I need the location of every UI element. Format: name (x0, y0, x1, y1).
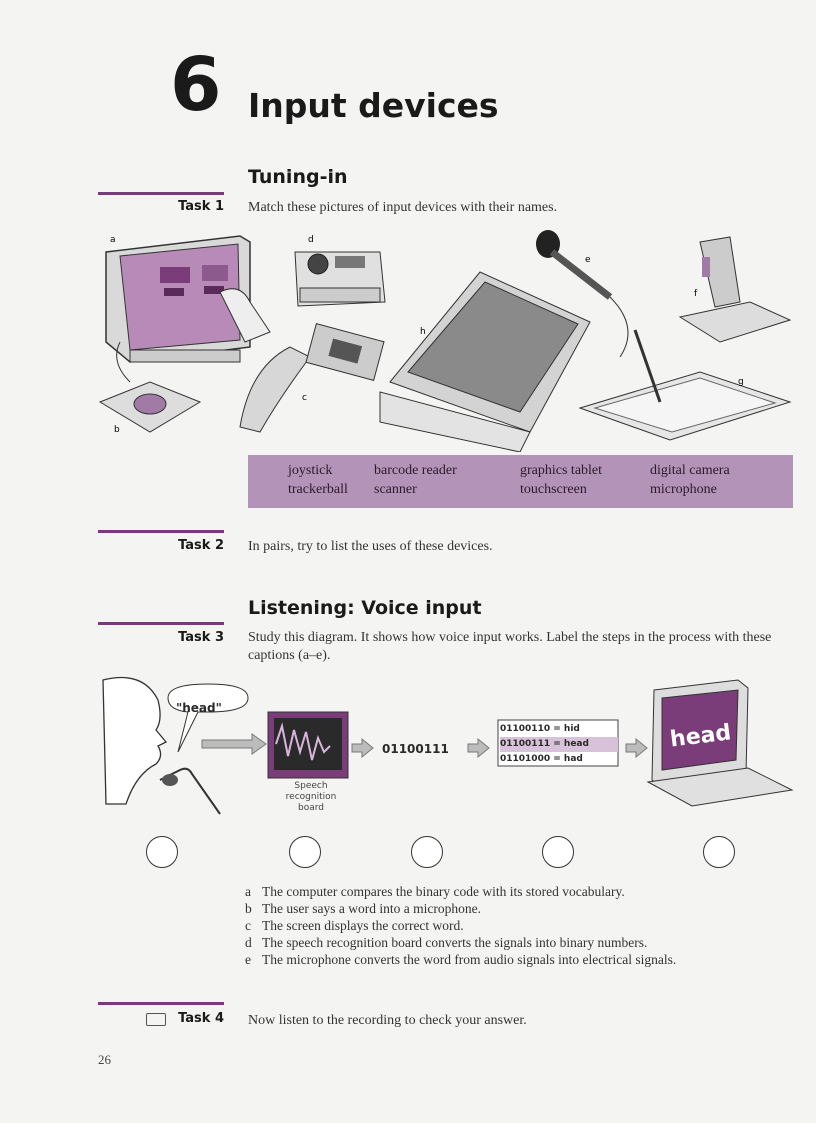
task4-label: Task 4 (178, 1011, 224, 1026)
vocab-row: 01100110 = hid (500, 724, 580, 734)
word-graphics-tablet: graphics tablet (520, 463, 603, 478)
task3-text: Study this diagram. It shows how voice i… (248, 630, 772, 663)
task-rule (98, 530, 224, 533)
task2-label: Task 2 (178, 538, 224, 553)
input-devices-illustration: a b c d h e f (98, 230, 792, 452)
letter-b: b (114, 425, 120, 435)
scanner-illustration (379, 271, 591, 452)
word-digital-camera: digital camera (650, 463, 730, 478)
word-box: joystick barcode reader graphics tablet … (248, 455, 793, 508)
task-rule (98, 622, 224, 625)
speech-bubble (167, 683, 249, 753)
task-rule (98, 1002, 224, 1005)
task-rule (98, 192, 224, 195)
binary-code: 01100111 (382, 742, 449, 756)
section-heading-listening: Listening: Voice input (248, 597, 482, 619)
digital-camera-illustration (294, 251, 386, 307)
answer-circle-1[interactable] (146, 836, 178, 868)
trackerball-illustration (98, 341, 202, 433)
task3-label: Task 3 (178, 630, 224, 645)
chapter-number: 6 (170, 42, 222, 128)
letter-a: a (110, 235, 116, 245)
cassette-icon (146, 1013, 166, 1026)
word-scanner: scanner (374, 482, 417, 497)
barcode-reader-illustration (239, 323, 385, 433)
voice-input-diagram (102, 676, 794, 815)
word-joystick: joystick (288, 463, 333, 478)
task1-text: Match these pictures of input devices wi… (248, 200, 558, 215)
speech-bubble-text: "head" (176, 701, 222, 715)
letter-f: f (694, 289, 698, 299)
answer-circle-5[interactable] (703, 836, 735, 868)
letter-e: e (585, 255, 591, 265)
speech-board-label: Speech recognition board (285, 781, 337, 813)
microphone-illustration (536, 230, 629, 358)
touchscreen-illustration (105, 235, 271, 363)
user-face-illustration (102, 676, 168, 805)
graphics-tablet-illustration (578, 329, 792, 441)
letter-g: g (738, 377, 744, 387)
chapter-title: Input devices (248, 86, 499, 125)
vocab-row: 01101000 = had (500, 754, 583, 764)
page-number: 26 (98, 1052, 111, 1067)
letter-c: c (302, 393, 307, 403)
joystick-illustration (678, 236, 792, 343)
answer-circle-4[interactable] (542, 836, 574, 868)
word-trackerball: trackerball (288, 482, 348, 497)
task4-text: Now listen to the recording to check you… (248, 1013, 527, 1028)
task2-text: In pairs, try to list the uses of these … (248, 539, 493, 554)
word-microphone: microphone (650, 482, 717, 497)
letter-d: d (308, 235, 314, 245)
answer-circle-2[interactable] (289, 836, 321, 868)
section-heading-tuning-in: Tuning-in (248, 166, 348, 188)
letter-h: h (420, 327, 426, 337)
word-touchscreen: touchscreen (520, 482, 587, 497)
task1-label: Task 1 (178, 199, 224, 214)
vocab-row: 01100111 = head (500, 737, 618, 752)
microphone-icon (162, 774, 178, 786)
answer-circle-3[interactable] (411, 836, 443, 868)
vocabulary-table: 01100110 = hid 01100111 = head 01101000 … (500, 722, 618, 767)
word-barcode-reader: barcode reader (374, 463, 457, 478)
microphone-stand (159, 767, 221, 815)
